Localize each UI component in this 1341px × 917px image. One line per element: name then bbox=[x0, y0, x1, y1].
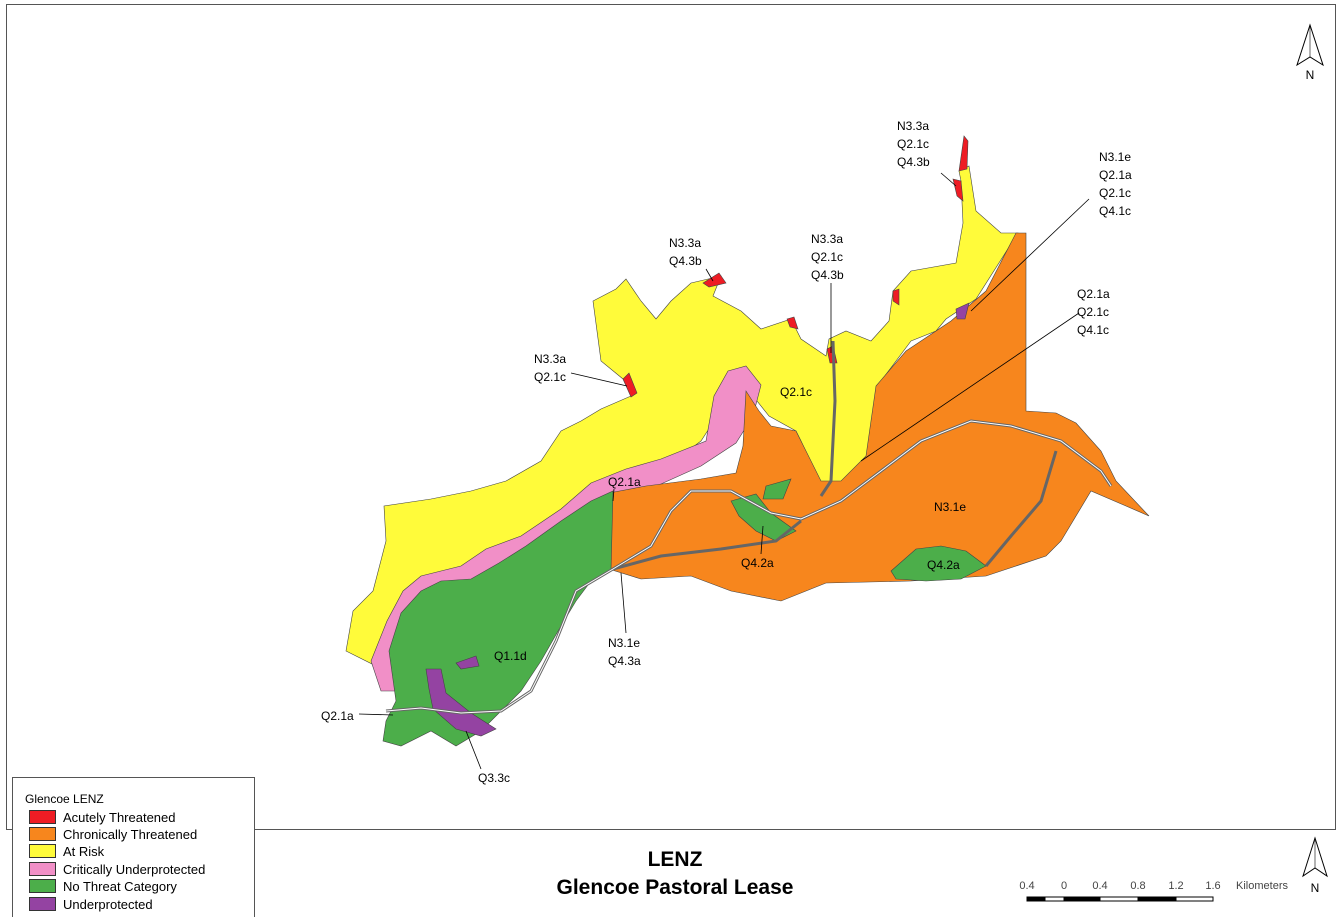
label-line: Q2.1c bbox=[1077, 305, 1109, 319]
legend-swatch bbox=[29, 897, 56, 911]
label-line: N3.3a bbox=[897, 119, 929, 133]
scale-tick-label: 0.4 bbox=[1092, 880, 1107, 892]
patch-red-c bbox=[702, 272, 727, 288]
patch-purple-c bbox=[955, 302, 970, 320]
scale-tick-label: 0.8 bbox=[1130, 880, 1145, 892]
legend: Glencoe LENZ Acutely Threatened Chronica… bbox=[12, 777, 255, 917]
scale-tick-label: 0 bbox=[1061, 880, 1067, 892]
legend-item-at-risk: At Risk bbox=[29, 843, 104, 859]
label-line: Q4.3b bbox=[811, 268, 844, 282]
legend-swatch bbox=[29, 810, 56, 824]
north-arrow-small-label: N bbox=[1311, 881, 1320, 895]
label-q42a-east: Q4.2a bbox=[927, 558, 960, 572]
label-q42a-west: Q4.2a bbox=[741, 556, 774, 570]
label-line: Q2.1c bbox=[534, 370, 566, 384]
legend-label: No Threat Category bbox=[63, 878, 177, 894]
scale-bar: 0.4 0 0.4 0.8 1.2 1.6 Kilometers bbox=[1010, 875, 1300, 912]
patch-purple-b bbox=[455, 655, 480, 670]
label-q21a-zone: Q2.1a bbox=[608, 475, 641, 489]
patch-red-d bbox=[622, 372, 638, 398]
label-line: Q2.1a bbox=[1077, 287, 1110, 301]
legend-item-critically-underprotected: Critically Underprotected bbox=[29, 861, 205, 877]
label-line: N3.3a bbox=[811, 232, 843, 246]
scale-bar-segments bbox=[1026, 896, 1214, 902]
legend-label: Critically Underprotected bbox=[63, 861, 206, 877]
label-q21a-south: Q2.1a bbox=[321, 709, 354, 723]
label-line: Q4.1c bbox=[1099, 204, 1131, 218]
label-q33c: Q3.3c bbox=[478, 771, 510, 785]
label-line: Q2.1c bbox=[897, 137, 929, 151]
legend-item-underprotected: Underprotected bbox=[29, 896, 153, 912]
north-arrow-icon: N bbox=[1293, 23, 1327, 88]
zone-underprotected bbox=[425, 668, 497, 737]
label-q11d-zone: Q1.1d bbox=[494, 649, 527, 663]
map-title: LENZ Glencoe Pastoral Lease bbox=[470, 846, 880, 902]
scale-tick-label: 1.2 bbox=[1168, 880, 1183, 892]
scale-tick-label: 0.4 bbox=[1019, 880, 1034, 892]
patch-red-b bbox=[952, 178, 964, 202]
label-line: Q2.1c bbox=[811, 250, 843, 264]
scale-unit-label: Kilometers bbox=[1236, 880, 1288, 892]
north-arrow-label: N bbox=[1306, 68, 1315, 82]
legend-item-chronically-threatened: Chronically Threatened bbox=[29, 826, 197, 842]
label-line: N3.3a bbox=[669, 236, 701, 250]
legend-item-no-threat-category: No Threat Category bbox=[29, 878, 177, 894]
patch-green-b bbox=[730, 493, 797, 542]
label-line: N3.3a bbox=[534, 352, 566, 366]
legend-swatch bbox=[29, 844, 56, 858]
scale-tick-label: 1.6 bbox=[1205, 880, 1220, 892]
legend-swatch bbox=[29, 862, 56, 876]
label-line: Q4.3b bbox=[669, 254, 702, 268]
map-title-line2: Glencoe Pastoral Lease bbox=[556, 876, 794, 899]
label-line: Q2.1a bbox=[1099, 168, 1132, 182]
label-line: N3.1e bbox=[1099, 150, 1131, 164]
patch-red-f bbox=[786, 316, 799, 330]
leader-lines bbox=[358, 172, 1090, 770]
label-line: Q2.1c bbox=[1099, 186, 1131, 200]
label-line: N3.1e bbox=[608, 636, 640, 650]
legend-swatch bbox=[29, 879, 56, 893]
legend-label: At Risk bbox=[63, 843, 105, 859]
legend-title: Glencoe LENZ bbox=[25, 792, 104, 806]
legend-label: Underprotected bbox=[63, 896, 153, 912]
label-n31e-zone: N3.1e bbox=[934, 500, 966, 514]
legend-label: Acutely Threatened bbox=[63, 809, 176, 825]
label-q21c-zone: Q2.1c bbox=[780, 385, 812, 399]
label-line: Q4.1c bbox=[1077, 323, 1109, 337]
patch-green-a bbox=[762, 478, 792, 500]
label-line: Q4.3b bbox=[897, 155, 930, 169]
north-arrow-small-icon: N bbox=[1300, 836, 1330, 901]
legend-item-acutely-threatened: Acutely Threatened bbox=[29, 809, 176, 825]
legend-swatch bbox=[29, 827, 56, 841]
zone-acutely-threatened bbox=[958, 135, 969, 172]
map-title-line1: LENZ bbox=[647, 848, 703, 871]
patch-red-g bbox=[892, 288, 900, 306]
legend-label: Chronically Threatened bbox=[63, 826, 198, 842]
label-line: Q4.3a bbox=[608, 654, 641, 668]
